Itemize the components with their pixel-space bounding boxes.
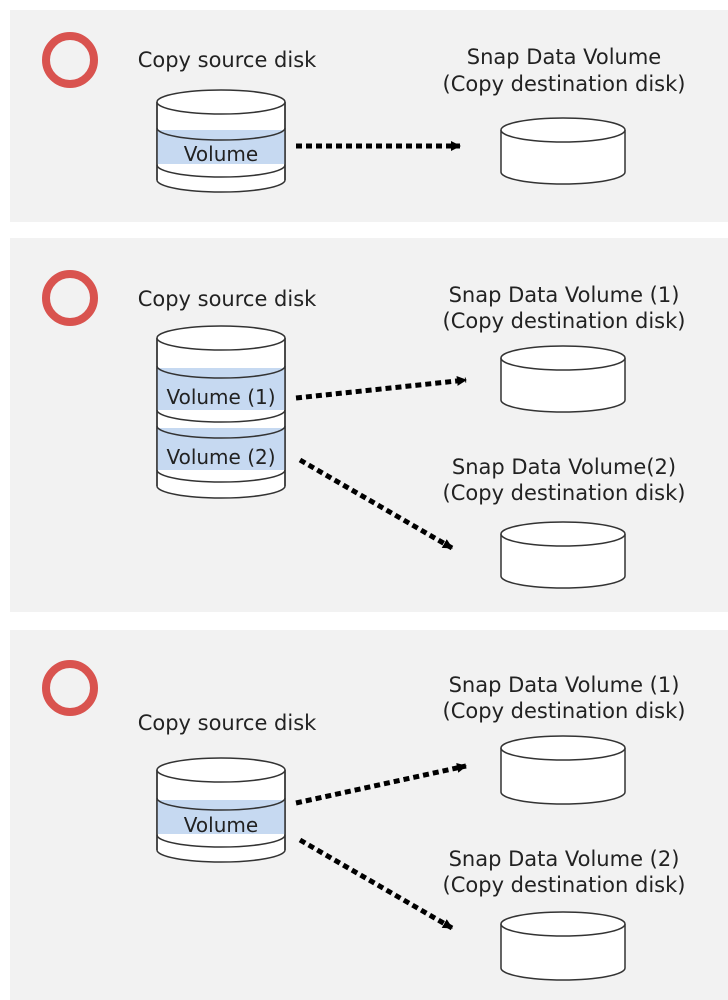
destination-title: Snap Data Volume <box>467 45 661 69</box>
destination-1-title: Snap Data Volume (1) <box>449 673 680 697</box>
cylinder-disk-icon <box>500 521 626 589</box>
panel-1-background <box>10 10 728 222</box>
cylinder-disk-icon <box>156 757 286 863</box>
panel-2: Copy source disk Volume (1) Volume (2) S… <box>42 270 686 589</box>
dotted-arrow-icon <box>298 837 454 931</box>
cylinder-disk-icon <box>500 911 626 981</box>
volume-1-label: Volume (1) <box>166 385 275 409</box>
cylinder-disk-icon <box>156 325 286 499</box>
destination-1-title: Snap Data Volume (1) <box>449 283 680 307</box>
source-disk-label: Copy source disk <box>138 287 317 311</box>
dotted-arrow-icon <box>295 763 467 806</box>
source-disk-label: Copy source disk <box>138 48 317 72</box>
circle-ok-icon <box>42 270 98 326</box>
cylinder-disk-icon <box>500 735 626 805</box>
panel-1: Copy source disk Volume Snap Data Volume… <box>42 32 686 193</box>
destination-2-title: Snap Data Volume (2) <box>449 847 680 871</box>
circle-ok-icon <box>42 660 98 716</box>
destination-2-title: Snap Data Volume(2) <box>452 455 676 479</box>
volume-2-label: Volume (2) <box>166 445 275 469</box>
destination-1-subtitle: (Copy destination disk) <box>443 699 686 723</box>
source-disk-label: Copy source disk <box>138 711 317 735</box>
circle-ok-icon <box>42 32 98 88</box>
cylinder-disk-icon <box>156 89 286 193</box>
dotted-arrow-icon <box>298 457 454 551</box>
cylinder-disk-icon <box>500 345 626 413</box>
destination-subtitle: (Copy destination disk) <box>443 72 686 96</box>
destination-2-subtitle: (Copy destination disk) <box>443 481 686 505</box>
cylinder-disk-icon <box>500 117 626 185</box>
destination-1-subtitle: (Copy destination disk) <box>443 309 686 333</box>
volume-label: Volume <box>184 813 258 837</box>
panel-3: Copy source disk Volume Snap Data Volume… <box>42 660 686 981</box>
volume-label: Volume <box>184 142 258 166</box>
dotted-arrow-icon <box>295 375 467 401</box>
destination-2-subtitle: (Copy destination disk) <box>443 873 686 897</box>
